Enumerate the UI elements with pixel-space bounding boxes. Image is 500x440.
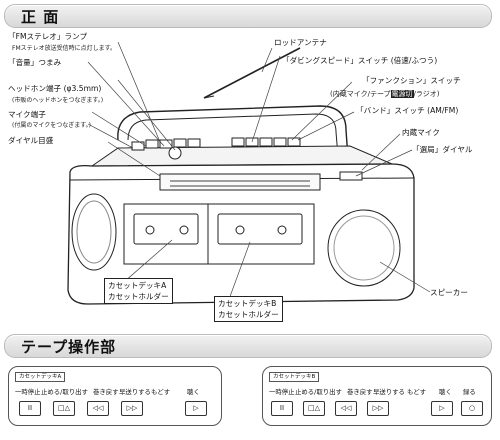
tuning-dial-label: 「選局」ダイヤル [412, 145, 473, 154]
deck-b-play-button[interactable]: ▷ [431, 401, 453, 416]
deck-b-label-play: 聴く [439, 388, 452, 396]
deck-b-label-record: 録る [463, 388, 476, 396]
deck-b-ffwd-button[interactable]: ▷▷ [367, 401, 389, 416]
fm-stereo-lamp-label: 「FMステレオ」ランプ [8, 32, 88, 41]
headphone-jack-note: (市販のヘッドホンをつなぎます。) [12, 97, 104, 104]
deck-b-panel-title: カセットデッキB [269, 372, 320, 382]
deck-a-label-play: 聴く [187, 388, 200, 396]
function-switch-label: 「ファンクション」スイッチ [362, 76, 461, 85]
deck-a-ffwd-button[interactable]: ▷▷ [121, 401, 143, 416]
deck-b-label-back: もどす [407, 388, 427, 396]
fm-stereo-lamp-note: FMステレオ放送受信時に点灯します。 [12, 45, 117, 52]
deck-b-label-ffwd: 早送りする [373, 388, 405, 396]
deck-a-label-rewind: 巻き戻す [93, 388, 119, 396]
deck-a-label-stop-eject: 止める/取り出す [41, 388, 88, 396]
right-speaker [327, 209, 401, 287]
dial-scale [159, 173, 321, 191]
dial-scale-label: ダイヤル目盛 [8, 136, 54, 145]
cassette-deck-a-label: カセットデッキA [108, 281, 167, 290]
mic-jack-label: マイク端子 [8, 110, 46, 119]
cassette-holder-a-label: カセットホルダー [108, 292, 169, 301]
deck-b-rewind-button[interactable]: ◁◁ [335, 401, 357, 416]
deck-b-label-stop-eject: 止める/取り出す [295, 388, 342, 396]
deck-b-control-panel: カセットデッキB 一時停止 止める/取り出す 巻き戻す 早送りする もどす 聴く… [262, 366, 492, 426]
deck-a-label-ffwd: 早送りする [119, 388, 151, 396]
deck-a-callout: カセットデッキA カセットホルダー [104, 278, 173, 304]
deck-a-label-pause: 一時停止 [15, 388, 41, 396]
rod-antenna-label: ロッドアンテナ [274, 38, 327, 47]
deck-b-record-button[interactable]: ○ [461, 401, 483, 416]
deck-a-pause-button[interactable]: II [19, 401, 41, 416]
headphone-jack-label: ヘッドホン端子 (φ3.5mm) [8, 84, 102, 93]
deck-b-stop-eject-button[interactable]: □△ [303, 401, 325, 416]
deck-a-panel-title: カセットデッキA [15, 372, 66, 382]
power-off-highlight: 電源切 [390, 90, 414, 98]
cassette-deck-b [207, 203, 315, 265]
front-section-title: 正 面 [21, 8, 60, 26]
deck-b-label-rewind: 巻き戻す [347, 388, 373, 396]
deck-a-control-panel: カセットデッキA 一時停止 止める/取り出す 巻き戻す 早送りする もどす 聴く… [8, 366, 222, 426]
function-switch-note: (内蔵マイク/テープ電源切/ラジオ) [330, 90, 440, 98]
dubbing-speed-switch-label: 「ダビングスピード」スイッチ (倍速/ふつう) [282, 56, 438, 65]
deck-a-label-back: もどす [151, 388, 171, 396]
carry-handle [117, 105, 349, 159]
tuning-dial [339, 171, 363, 181]
volume-knob-label: 「音量」つまみ [8, 58, 62, 67]
band-switch-label: 「バンド」スイッチ (AM/FM) [356, 106, 459, 115]
mic-jack-note: (付属のマイクをつなぎます。) [12, 122, 91, 129]
deck-b-label-pause: 一時停止 [269, 388, 295, 396]
cassette-deck-b-label: カセットデッキB [218, 299, 277, 308]
cassette-deck-a [123, 203, 209, 265]
deck-b-pause-button[interactable]: II [271, 401, 293, 416]
speaker-label: スピーカー [430, 288, 468, 297]
builtin-mic-label: 内蔵マイク [402, 128, 440, 137]
deck-a-rewind-button[interactable]: ◁◁ [87, 401, 109, 416]
front-section-header: 正 面 [4, 4, 492, 28]
tape-section-title: テープ操作部 [21, 338, 117, 356]
deck-b-callout: カセットデッキB カセットホルダー [214, 296, 283, 322]
deck-a-stop-eject-button[interactable]: □△ [53, 401, 75, 416]
tape-section-header: テープ操作部 [4, 334, 492, 358]
left-speaker [71, 193, 117, 271]
cassette-holder-b-label: カセットホルダー [218, 310, 279, 319]
deck-a-play-button[interactable]: ▷ [185, 401, 207, 416]
rod-antenna [203, 47, 301, 99]
